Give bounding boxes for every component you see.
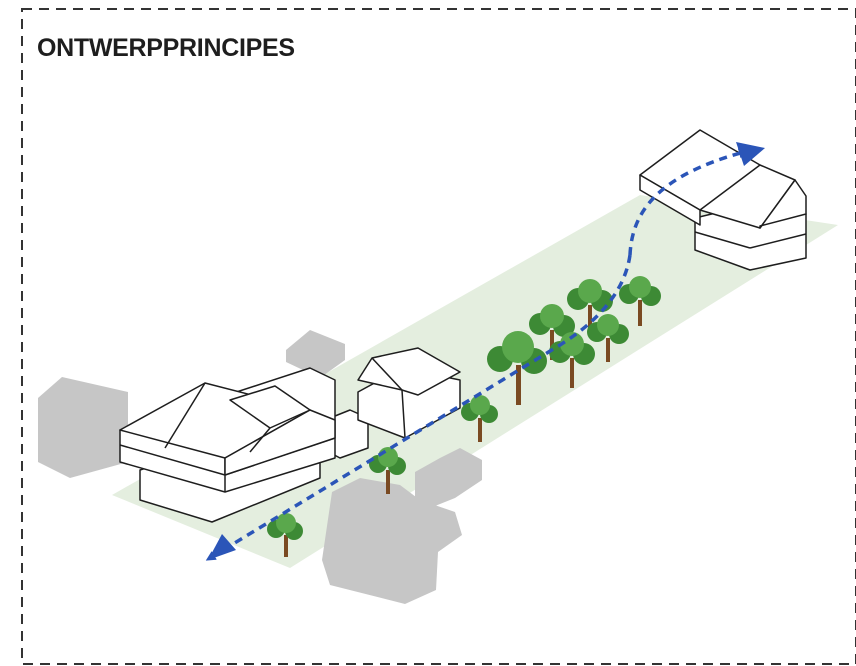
tree-icon [461,395,498,442]
tree-icon [587,314,629,362]
tree-icon [487,331,547,405]
right-building [639,129,807,271]
tree-icon [267,513,303,557]
page-title: ONTWERPPRINCIPES [37,34,295,62]
arrowhead-bottom-icon [208,534,236,560]
route-arrow [628,148,749,256]
neighbour-building-left [38,377,128,478]
route-arrow [205,254,632,561]
tree-icon [529,304,575,360]
tree-icon [567,279,613,333]
middle-building [357,347,461,439]
neighbour-building-bottom-large [322,478,462,604]
arrowhead-top-icon [736,142,765,166]
tree-icon [549,332,595,388]
neighbour-building-small [286,330,345,378]
dashed-border [21,8,856,665]
neighbour-building-bottom-small [415,448,482,508]
tree-icon [619,276,661,326]
neighbour-buildings [38,330,482,604]
main-building [119,367,369,523]
trees [267,276,661,557]
